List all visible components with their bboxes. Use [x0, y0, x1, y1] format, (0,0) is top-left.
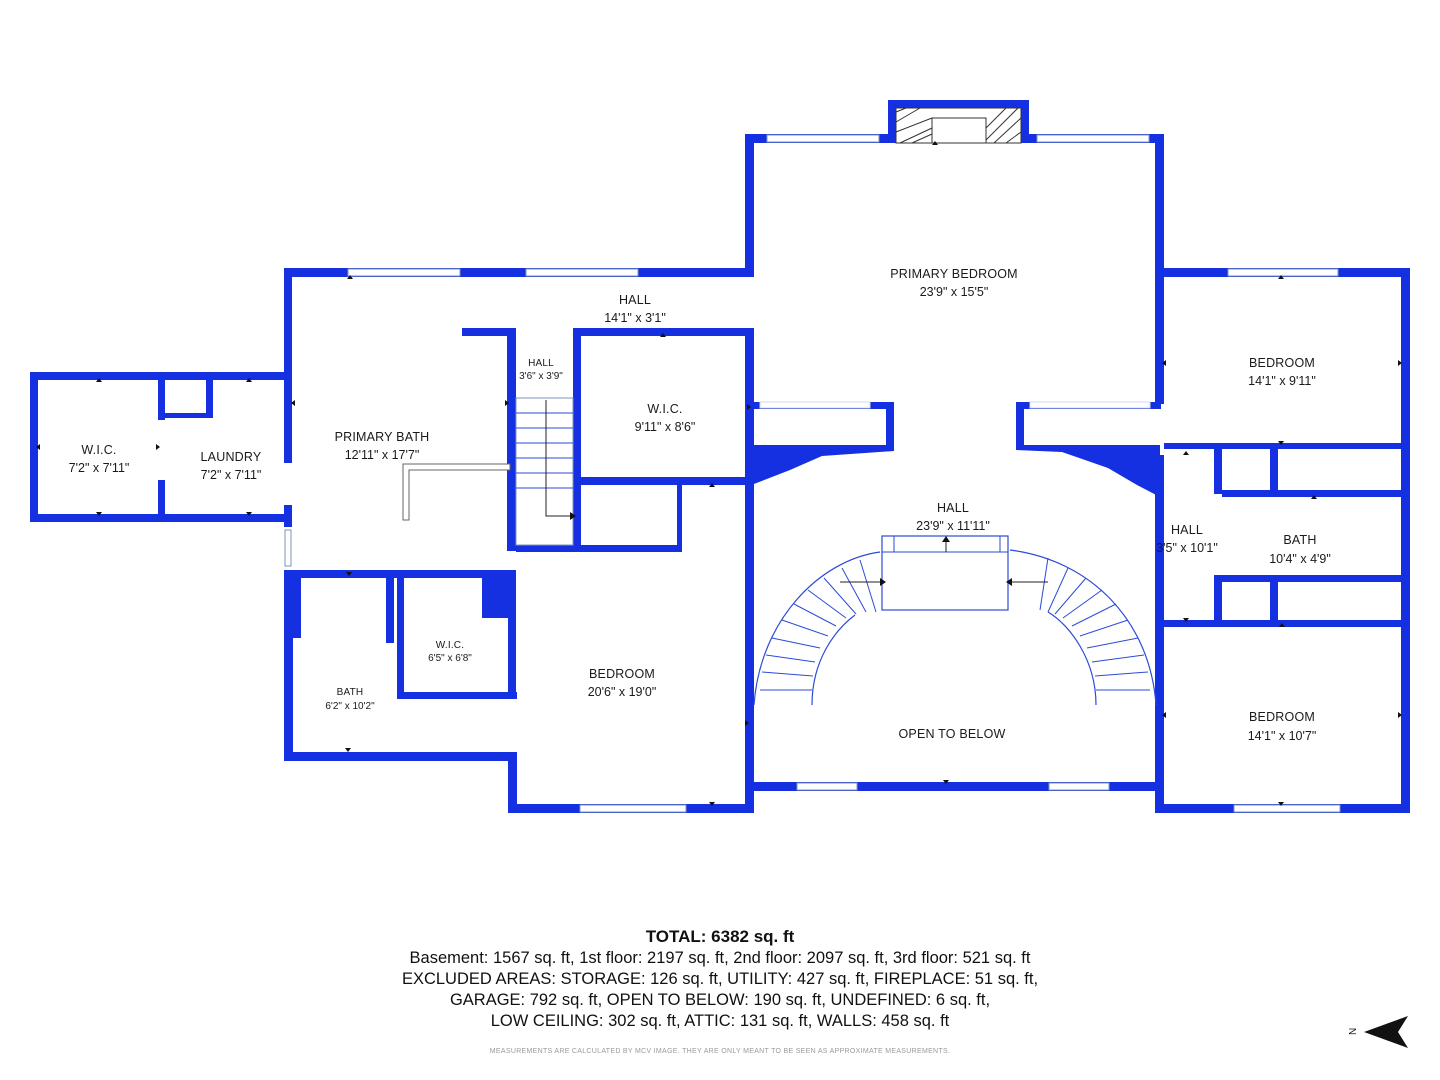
measure-ticks — [36, 141, 1402, 806]
wic-bath-name: W.I.C. — [436, 640, 464, 651]
wic-center-name: W.I.C. — [647, 402, 682, 416]
bedroom-ne-name: BEDROOM — [1249, 356, 1315, 370]
floor-areas: Basement: 1567 sq. ft, 1st floor: 2197 s… — [409, 949, 1031, 967]
hall-top-dims: 14'1" x 3'1" — [604, 311, 666, 325]
bedroom-se-dims: 14'1" x 10'7" — [1248, 729, 1317, 743]
bath-left-dims: 6'2" x 10'2" — [325, 701, 375, 712]
primary-bath-name: PRIMARY BATH — [335, 430, 430, 444]
excluded-areas-3: LOW CEILING: 302 sq. ft, ATTIC: 131 sq. … — [490, 1012, 950, 1030]
bedroom-se-name: BEDROOM — [1249, 710, 1315, 724]
wic-left-dims: 7'2" x 7'11" — [69, 461, 130, 475]
bedroom-center-dims: 20'6" x 19'0" — [588, 685, 657, 699]
total-area: TOTAL: 6382 sq. ft — [645, 927, 795, 946]
wic-bath-dims: 6'5" x 6'8" — [428, 653, 472, 664]
hall-right-name: HALL — [1171, 523, 1203, 537]
hall-small-name: HALL — [528, 358, 554, 369]
open-to-below-name: OPEN TO BELOW — [898, 727, 1005, 741]
hall-top-name: HALL — [619, 293, 651, 307]
primary-bedroom-name: PRIMARY BEDROOM — [890, 267, 1018, 281]
bath-right-dims: 10'4" x 4'9" — [1269, 552, 1331, 566]
excluded-areas-1: EXCLUDED AREAS: STORAGE: 126 sq. ft, UTI… — [401, 970, 1039, 988]
hall-center-dims: 23'9" x 11'11" — [916, 519, 990, 533]
laundry-dims: 7'2" x 7'11" — [201, 468, 262, 482]
disclaimer: MEASUREMENTS ARE CALCULATED BY MCV IMAGE… — [489, 1048, 951, 1055]
hall-right-dims: 3'5" x 10'1" — [1156, 541, 1218, 555]
area-summary: TOTAL: 6382 sq. ft Basement: 1567 sq. ft… — [0, 926, 1440, 1055]
excluded-areas-2: GARAGE: 792 sq. ft, OPEN TO BELOW: 190 s… — [449, 991, 991, 1009]
fireplace — [895, 107, 1022, 144]
hall-center-name: HALL — [937, 501, 969, 515]
floor-plan: PRIMARY BEDROOM 23'9" x 15'5" HALL 14'1"… — [30, 100, 1410, 813]
bedroom-center-name: BEDROOM — [589, 667, 655, 681]
hall-small-dims: 3'6" x 3'9" — [519, 371, 563, 382]
bath-left-name: BATH — [337, 687, 364, 698]
wic-left-name: W.I.C. — [81, 443, 116, 457]
curved-staircase — [753, 535, 1157, 706]
windows — [284, 134, 1341, 813]
straight-stair — [515, 397, 576, 546]
north-label: N — [1348, 1028, 1359, 1035]
north-arrow-icon: N — [1348, 1016, 1408, 1048]
bedroom-ne-dims: 14'1" x 9'11" — [1248, 374, 1316, 388]
bath-counter — [402, 463, 511, 521]
laundry-name: LAUNDRY — [201, 450, 262, 464]
primary-bedroom-dims: 23'9" x 15'5" — [920, 285, 989, 299]
room-labels: PRIMARY BEDROOM 23'9" x 15'5" HALL 14'1"… — [69, 267, 1331, 743]
bath-right-name: BATH — [1283, 533, 1316, 547]
wic-center-dims: 9'11" x 8'6" — [635, 420, 696, 434]
primary-bath-dims: 12'11" x 17'7" — [345, 448, 420, 462]
